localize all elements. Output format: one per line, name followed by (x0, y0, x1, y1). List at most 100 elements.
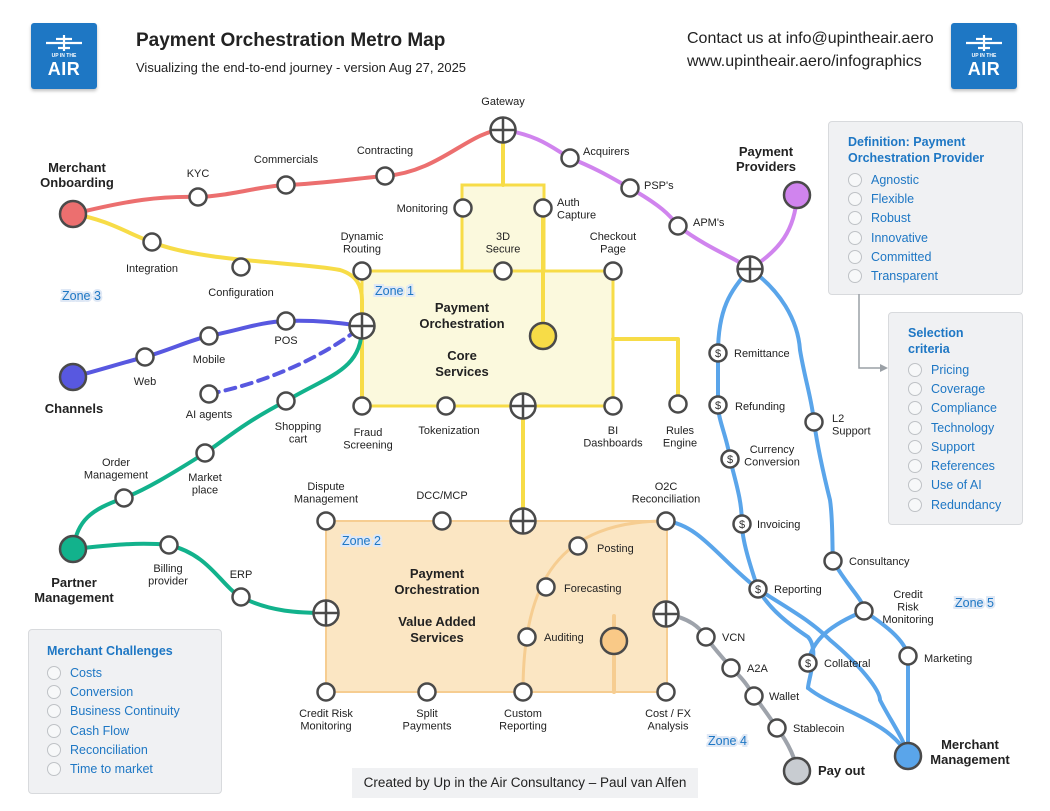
selection-item[interactable]: Technology (908, 418, 1022, 437)
challenge-item-label: Business Continuity (70, 704, 180, 719)
definition-item[interactable]: Innovative (848, 228, 1022, 247)
billing_provider-label: Billing (153, 563, 182, 575)
wallet-station (744, 686, 764, 706)
dispute-management-station (316, 511, 336, 531)
checkbox-icon[interactable] (47, 665, 61, 680)
contact-email[interactable]: Contact us at info@upintheair.aero (687, 30, 934, 47)
definition-item[interactable]: Transparent (848, 266, 1022, 285)
dispute_management-label: Management (294, 494, 358, 506)
payment-providers-terminal (782, 180, 812, 210)
configuration-station (231, 257, 251, 277)
rules_engine-label: Engine (663, 438, 697, 450)
checkbox-icon[interactable] (47, 742, 61, 757)
pos-interchange-cross (349, 313, 375, 339)
checkbox-icon[interactable] (47, 723, 61, 738)
collateral-label: Collateral (824, 658, 870, 670)
selection-item-label: Coverage (931, 381, 986, 396)
checkbox-icon[interactable] (908, 420, 922, 435)
checkbox-icon[interactable] (908, 439, 922, 454)
checkbox-icon[interactable] (848, 230, 862, 245)
challenge-item-label: Time to market (70, 762, 153, 777)
selection-item[interactable]: Compliance (908, 399, 1022, 418)
challenge-item[interactable]: Costs (47, 663, 221, 682)
checkbox-icon[interactable] (47, 704, 61, 719)
payment-providers-label: Providers (736, 159, 796, 174)
currency-conversion-station (720, 449, 740, 469)
definition-item[interactable]: Committed (848, 247, 1022, 266)
selection-item[interactable]: Use of AI (908, 476, 1022, 495)
market_place-label: Market (188, 472, 222, 484)
definition-item[interactable]: Robust (848, 209, 1022, 228)
checkbox-icon[interactable] (47, 684, 61, 699)
checkbox-icon[interactable] (908, 362, 922, 377)
gateway-box (460, 183, 546, 273)
auditing-label: Auditing (544, 632, 584, 644)
challenge-item[interactable]: Business Continuity (47, 702, 221, 721)
definition-item[interactable]: Agnostic (848, 170, 1022, 189)
forecasting-station (536, 577, 556, 597)
challenge-item[interactable]: Time to market (47, 759, 221, 778)
shopping_cart-label: cart (289, 434, 307, 446)
checkbox-icon[interactable] (908, 401, 922, 416)
stablecoin-station (767, 718, 787, 738)
selection-item[interactable]: Pricing (908, 360, 1022, 379)
checkbox-icon[interactable] (848, 269, 862, 284)
refunding-station (708, 395, 728, 415)
split_payments-label: Payments (403, 721, 452, 733)
challenge-item[interactable]: Reconciliation (47, 740, 221, 759)
dollar-icon: $ (715, 400, 721, 412)
selection-item[interactable]: Coverage (908, 379, 1022, 398)
definition-heading-1: Definition: Payment (848, 135, 966, 149)
selection-heading-2: criteria (908, 342, 950, 356)
checkbox-icon[interactable] (848, 172, 862, 187)
dollar-icon: $ (805, 658, 811, 670)
erp-interchange-cross (313, 600, 339, 626)
checkbox-icon[interactable] (908, 459, 922, 474)
psps-station (620, 178, 640, 198)
dollar-icon: $ (727, 454, 733, 466)
bi_dashboards-label: Dashboards (583, 438, 643, 450)
value-added-box (325, 520, 668, 693)
checkbox-icon[interactable] (908, 497, 922, 512)
selection-item[interactable]: References (908, 456, 1022, 475)
invoicing-station (732, 514, 752, 534)
contracting-station (375, 166, 395, 186)
challenge-item[interactable]: Cash Flow (47, 721, 221, 740)
order_management-label: Management (84, 470, 148, 482)
psps-label: PSP's (644, 180, 674, 192)
erp-station (231, 587, 251, 607)
contact-website[interactable]: www.upintheair.aero/infographics (687, 53, 922, 70)
partner-management-label: Management (34, 590, 114, 605)
ai-agents-station (199, 384, 219, 404)
panel-connector-arrow-icon (880, 364, 888, 372)
credit_risk_monitoring_right-label: Monitoring (882, 614, 933, 626)
checkbox-icon[interactable] (848, 191, 862, 206)
tokenization-label: Tokenization (418, 425, 479, 437)
core-services-hub (528, 321, 558, 351)
selection-item[interactable]: Support (908, 437, 1022, 456)
gateway-label: Gateway (481, 96, 525, 108)
airplane-icon (46, 35, 82, 51)
footer-credit: Created by Up in the Air Consultancy – P… (352, 768, 698, 798)
ai_agents-label: AI agents (186, 409, 233, 421)
selection-item[interactable]: Redundancy (908, 495, 1022, 514)
checkbox-icon[interactable] (908, 478, 922, 493)
definition-item-label: Transparent (871, 269, 938, 284)
posting-label: Posting (597, 543, 634, 555)
zone5-label: Zone 5 (955, 596, 994, 610)
l2-support-station (804, 412, 824, 432)
definition-panel: Definition: Payment Orchestration Provid… (828, 121, 1023, 295)
monitoring-label: Monitoring (397, 203, 448, 215)
core-services-title: Payment (435, 300, 490, 315)
definition-item[interactable]: Flexible (848, 189, 1022, 208)
consultancy-station (823, 551, 843, 571)
checkbox-icon[interactable] (848, 211, 862, 226)
checkbox-icon[interactable] (848, 249, 862, 264)
challenge-item[interactable]: Conversion (47, 682, 221, 701)
custom-reporting-station (513, 682, 533, 702)
value-added-title: Payment (410, 566, 465, 581)
checkbox-icon[interactable] (47, 762, 61, 777)
commercials-station (276, 175, 296, 195)
checkbox-icon[interactable] (908, 381, 922, 396)
